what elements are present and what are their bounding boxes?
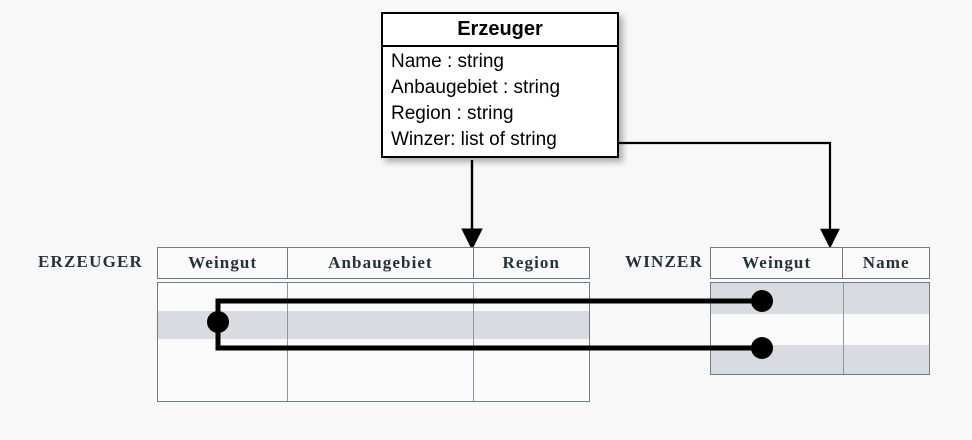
table-cell [158, 370, 288, 401]
table-cell [474, 370, 589, 401]
table-cell [711, 283, 844, 314]
table-cell [288, 339, 474, 370]
table-header-erzeuger: Weingut Anbaugebiet Region [157, 247, 590, 279]
uml-attribute-region: Region : string [391, 103, 514, 124]
uml-class-attributes: Name : string Anbaugebiet : string Regio… [383, 47, 617, 156]
table-cell [844, 345, 929, 374]
table-cell [158, 339, 288, 370]
uml-class-title: Erzeuger [383, 14, 617, 47]
table-cell [474, 339, 589, 370]
table-label-erzeuger: ERZEUGER [38, 252, 144, 271]
uml-attribute-anbaugebiet: Anbaugebiet : string [391, 77, 561, 98]
table-cell [288, 370, 474, 401]
table-cell [288, 311, 474, 339]
uml-attribute-winzer: Winzer: list of string [391, 129, 557, 150]
table-cell [158, 311, 288, 339]
column-header-winzer-weingut: Weingut [711, 248, 844, 278]
table-cell [711, 345, 844, 374]
column-header-erzeuger-region: Region [502, 253, 561, 272]
table-row [158, 283, 589, 311]
uml-attribute-name: Name : string [391, 51, 504, 72]
column-header-erzeuger-anbaugebiet: Anbaugebiet [288, 248, 474, 278]
table-header-winzer: Weingut Name [710, 247, 930, 279]
table-cell [711, 314, 844, 345]
table-row [158, 311, 589, 339]
column-header-erzeuger-weingut: Weingut [158, 248, 289, 278]
arrow-winzer-attr-to-winzer-table [606, 141, 840, 249]
table-cell [474, 311, 589, 339]
table-row [158, 370, 589, 401]
column-header-winzer-name: Name [862, 253, 910, 272]
table-cell [288, 283, 474, 311]
table-body-winzer [710, 282, 930, 375]
table-row [158, 339, 589, 370]
table-body-erzeuger [157, 282, 590, 402]
table-cell [158, 283, 288, 311]
table-cell [474, 283, 589, 311]
table-cell [844, 283, 929, 314]
table-row [711, 314, 929, 345]
table-cell [844, 314, 929, 345]
table-label-winzer: WINZER [625, 252, 704, 271]
uml-class-erzeuger: Erzeuger Name : string Anbaugebiet : str… [381, 12, 619, 158]
table-row [711, 283, 929, 314]
table-row [711, 345, 929, 374]
